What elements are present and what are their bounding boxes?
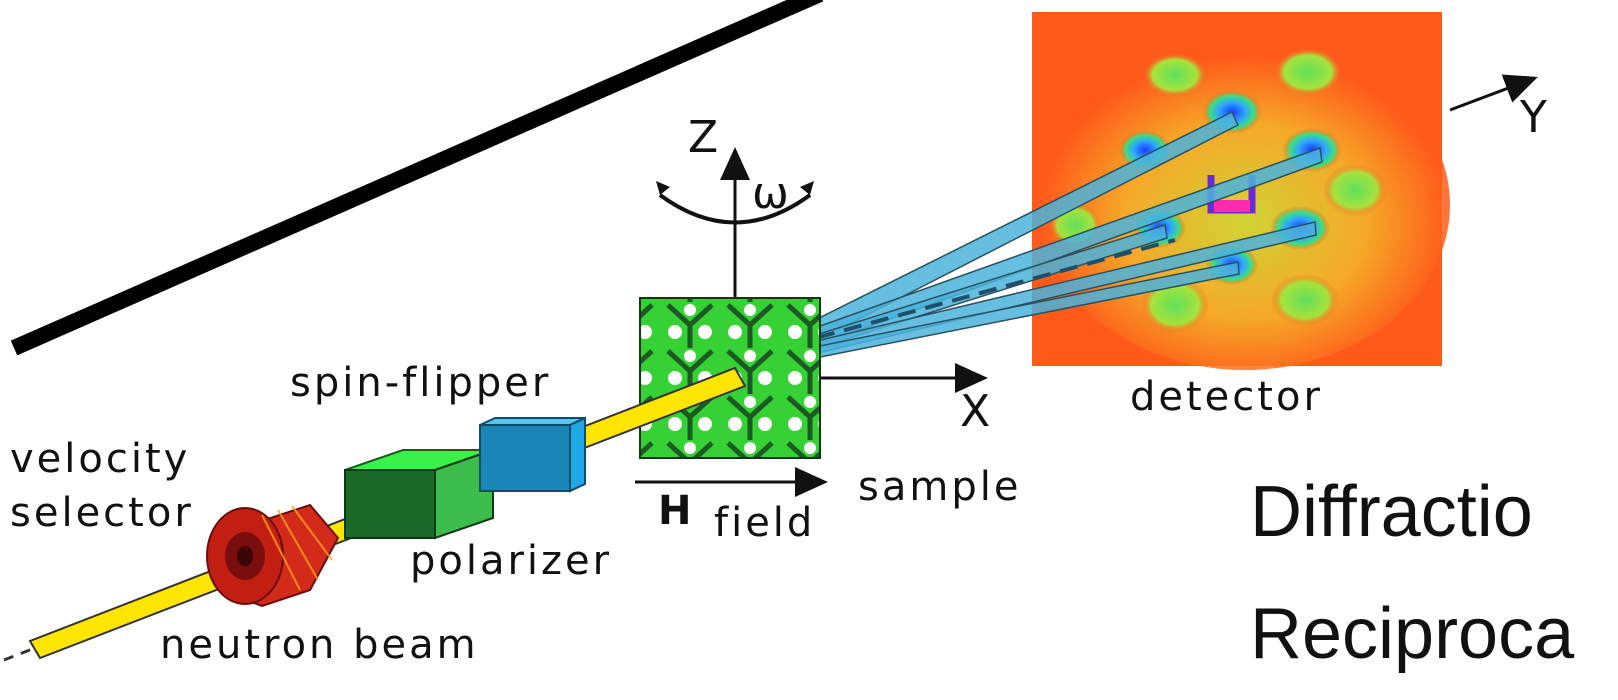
label-velocity: velocity xyxy=(10,436,191,482)
label-field: field xyxy=(714,500,816,546)
axis-x-label: X xyxy=(960,386,991,437)
caption-line-2: Reciproca xyxy=(1250,594,1575,674)
label-polarizer: polarizer xyxy=(410,538,613,584)
label-h-symbol: H xyxy=(658,488,695,534)
caption-line-1: Diffractio xyxy=(1250,472,1533,552)
neutron-beam-tail xyxy=(3,644,41,662)
label-detector: detector xyxy=(1130,374,1323,420)
diagonal-bar xyxy=(10,0,824,356)
label-selector: selector xyxy=(10,490,194,536)
axis-omega-label: ω xyxy=(752,168,789,219)
axis-z-label: Z xyxy=(688,112,719,163)
polarizer-cube xyxy=(344,448,494,540)
label-spin-flipper: spin-flipper xyxy=(290,360,552,406)
y-axis-indicator xyxy=(1449,74,1538,112)
scattered-beams xyxy=(793,110,1323,361)
direct-beam-dashed xyxy=(789,238,1176,347)
label-sample: sample xyxy=(858,464,1022,510)
label-neutron-beam: neutron beam xyxy=(160,622,479,668)
omega-rotation-arrow xyxy=(658,193,812,225)
spin-flipper-cube xyxy=(479,416,586,493)
velocity-selector xyxy=(206,503,340,608)
axis-y-label: Y xyxy=(1520,92,1547,143)
